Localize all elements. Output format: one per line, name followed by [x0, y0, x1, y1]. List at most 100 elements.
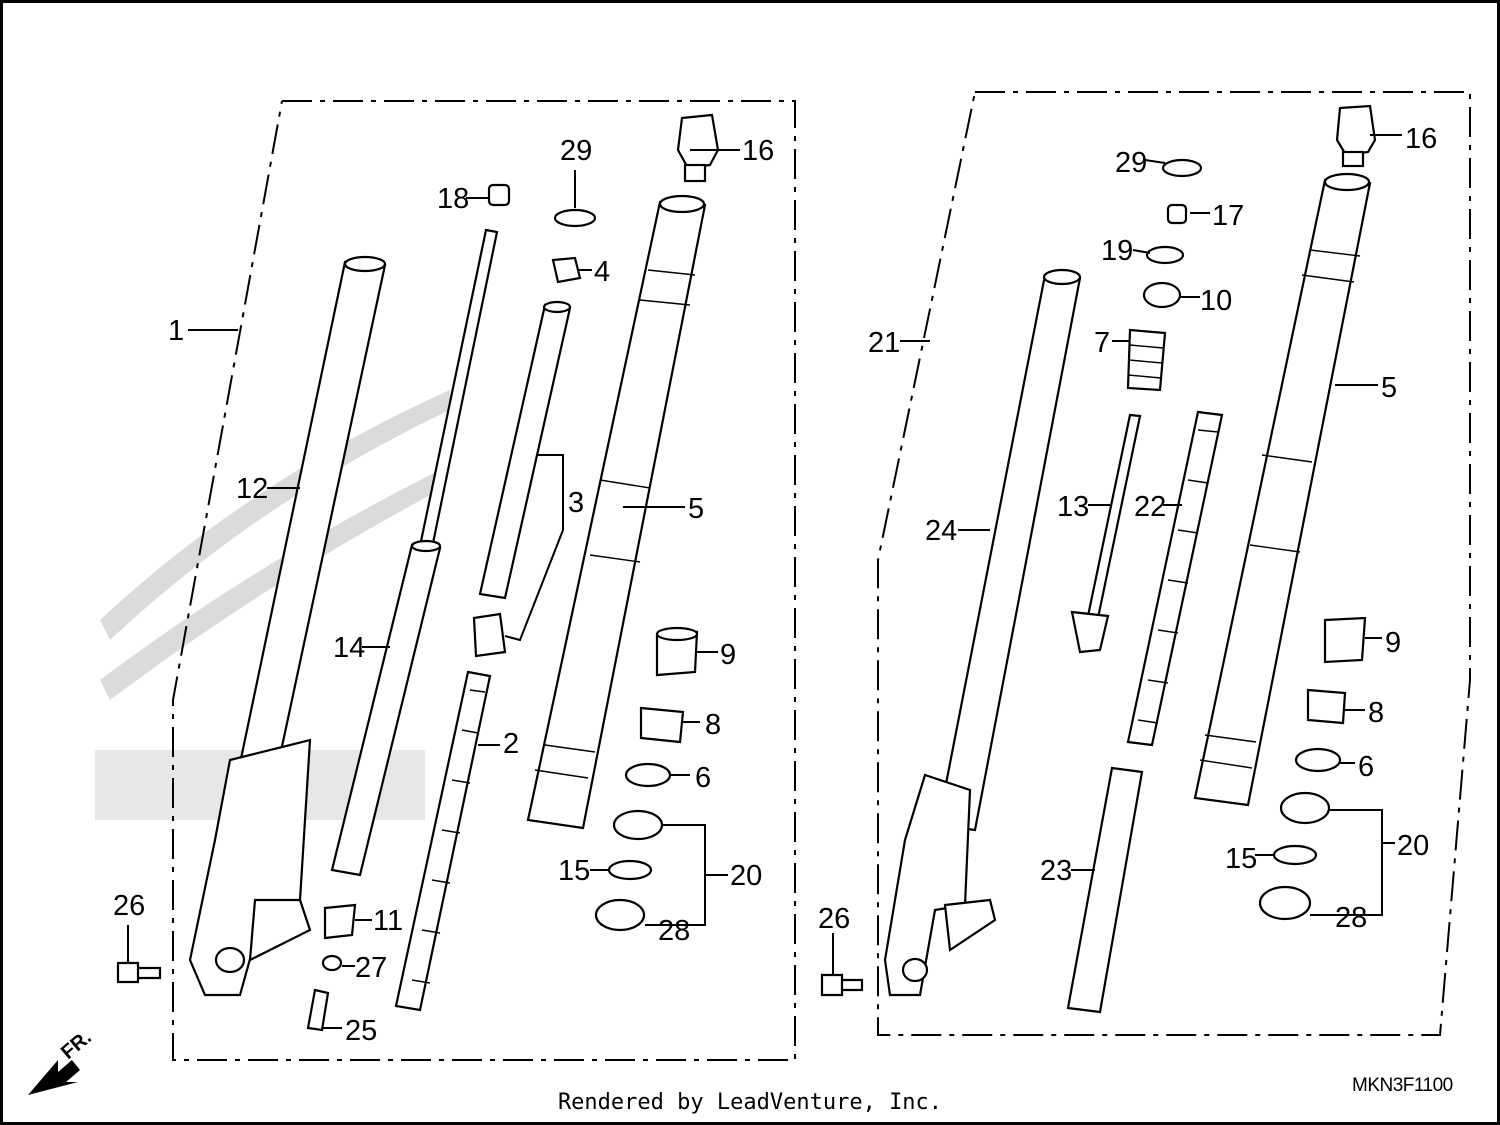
- callout-20: 20: [730, 860, 762, 892]
- right-leader-lines: [832, 134, 1402, 975]
- left-leader-lines: [127, 149, 740, 1029]
- callout-8-r: 8: [1368, 697, 1384, 729]
- part-8-bushing-r: [1306, 688, 1347, 725]
- part-24-top: [1042, 268, 1082, 286]
- front-direction-arrow: FR.: [28, 1026, 96, 1095]
- part-26-bolt: [116, 961, 162, 984]
- callout-16-r: 16: [1405, 123, 1437, 155]
- callout-18: 18: [437, 183, 469, 215]
- part-adjuster-nut: [472, 612, 507, 658]
- left-group-frame: [172, 100, 796, 1061]
- part-27-washer: [321, 954, 343, 972]
- part-16-cap-bolt: [676, 113, 720, 170]
- part-3-spacer: [478, 303, 572, 600]
- callout-13-r: 13: [1057, 491, 1089, 523]
- callout-8: 8: [705, 709, 721, 741]
- part-9-top: [655, 626, 699, 642]
- callout-4: 4: [594, 256, 610, 288]
- part-20-oil-seal: [612, 809, 664, 841]
- part-13-piston: [1070, 610, 1110, 654]
- callout-14: 14: [333, 632, 365, 664]
- part-14-top: [410, 539, 442, 553]
- part-5-bands-r: [1199, 249, 1361, 769]
- callout-5-r: 5: [1381, 372, 1397, 404]
- diagram-code: MKN3F1100: [1352, 1075, 1453, 1096]
- callout-11: 11: [373, 905, 403, 937]
- callout-6: 6: [695, 762, 711, 794]
- part-26-bolt-r: [820, 973, 864, 997]
- callout-2: 2: [503, 728, 519, 760]
- part-28-dust-seal-r: [1258, 885, 1312, 921]
- callout-24-r: 24: [925, 515, 957, 547]
- callout-17-r: 17: [1212, 200, 1244, 232]
- footer-credit: Rendered by LeadVenture, Inc.: [557, 1090, 943, 1115]
- part-29-washer: [553, 208, 597, 228]
- part-11-collar: [323, 903, 357, 940]
- left-assembly: 1 2 3 4 5 6 8 9 11 12 14 15 16 18 20 25 …: [113, 100, 796, 1061]
- part-16-stem: [683, 163, 707, 183]
- part-29-washer-r: [1161, 158, 1203, 178]
- part-24-axle-hole: [901, 957, 929, 983]
- callout-20-r: 20: [1397, 830, 1429, 862]
- right-callouts: 5 6 7 8 9 10 13 15 16 17 19 20 21 22 23 …: [818, 123, 1437, 935]
- part-2-spring: [394, 670, 492, 1012]
- part-14-cartridge: [330, 543, 442, 877]
- part-5-top: [658, 194, 706, 214]
- callout-1: 1: [168, 315, 184, 347]
- part-damper-rod: [418, 228, 499, 550]
- part-17-nut: [1166, 203, 1188, 225]
- part-24-axle-holder: [883, 773, 972, 997]
- part-24-inner-tube: [936, 273, 1082, 832]
- callout-12: 12: [236, 473, 268, 505]
- part-1-axle-holder: [188, 738, 312, 997]
- part-23-tube: [1066, 766, 1144, 1014]
- part-13-rod: [1086, 413, 1142, 620]
- callout-6-r: 6: [1358, 751, 1374, 783]
- part-20-oil-seal-r: [1279, 791, 1331, 825]
- callout-29: 29: [560, 135, 592, 167]
- part-7-coils: [1127, 344, 1164, 379]
- callout-5: 5: [688, 493, 704, 525]
- part-18-nut: [487, 183, 511, 207]
- part-22-spring: [1126, 410, 1224, 747]
- callout-23-r: 23: [1040, 855, 1072, 887]
- part-1-axle-hole: [214, 946, 246, 974]
- callout-19-r: 19: [1101, 235, 1133, 267]
- part-9-bushing-r: [1323, 616, 1367, 664]
- part-4-collar: [551, 256, 582, 284]
- part-25-bolt: [306, 988, 330, 1032]
- part-19-washer: [1145, 245, 1185, 265]
- part-10-collar: [1142, 281, 1182, 309]
- part-5-top-r: [1323, 172, 1371, 192]
- left-callouts: 1 2 3 4 5 6 8 9 11 12 14 15 16 18 20 25 …: [113, 135, 774, 1047]
- callout-25: 25: [345, 1015, 377, 1047]
- callout-29-r: 29: [1115, 147, 1147, 179]
- callout-9-r: 9: [1385, 627, 1401, 659]
- part-15-clip: [607, 859, 653, 881]
- direction-label: FR.: [57, 1026, 96, 1064]
- right-assembly: 5 6 7 8 9 10 13 15 16 17 19 20 21 22 23 …: [818, 91, 1471, 1036]
- callout-27: 27: [355, 952, 387, 984]
- callout-15: 15: [558, 855, 590, 887]
- callout-21-r: 21: [868, 327, 900, 359]
- part-6-washer: [624, 762, 672, 788]
- part-8-bushing: [639, 706, 685, 744]
- callout-16: 16: [742, 135, 774, 167]
- callout-28: 28: [658, 915, 690, 947]
- part-28-dust-seal: [594, 898, 646, 932]
- callout-28-r: 28: [1335, 902, 1367, 934]
- part-15-clip-r: [1272, 844, 1318, 866]
- callout-26-r: 26: [818, 903, 850, 935]
- callout-10-r: 10: [1200, 285, 1232, 317]
- part-16-stem-r: [1341, 150, 1365, 168]
- part-16-cap-bolt-r: [1335, 104, 1377, 157]
- callout-22-r: 22: [1134, 491, 1166, 523]
- callout-3: 3: [568, 487, 584, 519]
- part-12-top: [343, 255, 387, 273]
- callout-9: 9: [720, 639, 736, 671]
- callout-7-r: 7: [1094, 327, 1110, 359]
- part-3-top: [542, 300, 572, 314]
- right-group-frame: [877, 91, 1471, 1036]
